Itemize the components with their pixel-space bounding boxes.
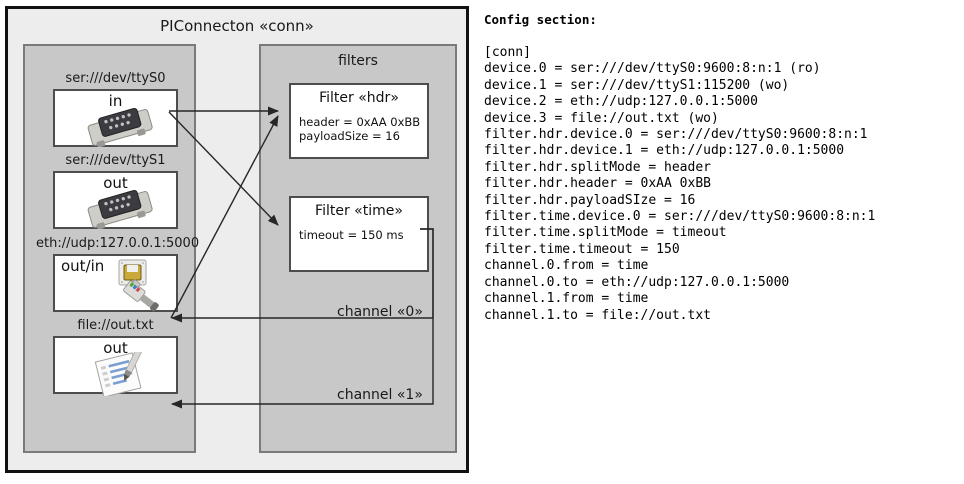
link-ttyS0-to-time (168, 111, 279, 226)
link-channel-1 (171, 228, 434, 409)
devices-panel: ser:///dev/ttyS0 in (23, 44, 200, 453)
network-jack-icon (118, 259, 159, 312)
filter-time[interactable]: Filter «time» timeout = 150 ms (289, 196, 429, 272)
channel-0-label: channel «0» (337, 304, 423, 320)
text-file-icon (94, 352, 144, 396)
device-label: file://out.txt (77, 318, 154, 333)
filters-panel-title: filters (338, 53, 378, 69)
device-box[interactable]: out (53, 171, 178, 229)
config-text: [conn] device.0 = ser:///dev/ttyS0:9600:… (484, 45, 876, 323)
filters-panel: filters Filter «hdr» header = 0xAA 0xBB … (259, 44, 457, 453)
device-label: ser:///dev/ttyS0 (65, 71, 166, 86)
serial-port-icon (87, 107, 153, 147)
config-heading: Config section: (484, 12, 597, 27)
channel-1-label: channel «1» (337, 387, 423, 403)
filter-title: Filter «hdr» (319, 90, 399, 106)
serial-port-icon (87, 189, 153, 229)
page-title: PIConnecton «conn» (160, 17, 314, 35)
connector-container: PIConnecton «conn» ser:///dev/ttyS0 in (5, 6, 469, 473)
device-label: eth://udp:127.0.0.1:5000 (36, 236, 200, 251)
config-section: Config section: [conn] device.0 = ser://… (482, 8, 960, 478)
device-box[interactable]: out (53, 336, 178, 396)
filter-properties: timeout = 150 ms (299, 228, 404, 242)
device-label: ser:///dev/ttyS1 (65, 153, 166, 168)
filter-properties: header = 0xAA 0xBB payloadSize = 16 (299, 115, 421, 143)
filter-hdr[interactable]: Filter «hdr» header = 0xAA 0xBB payloadS… (289, 83, 429, 159)
filter-title: Filter «time» (315, 203, 403, 219)
link-eth-to-hdr (170, 115, 279, 319)
